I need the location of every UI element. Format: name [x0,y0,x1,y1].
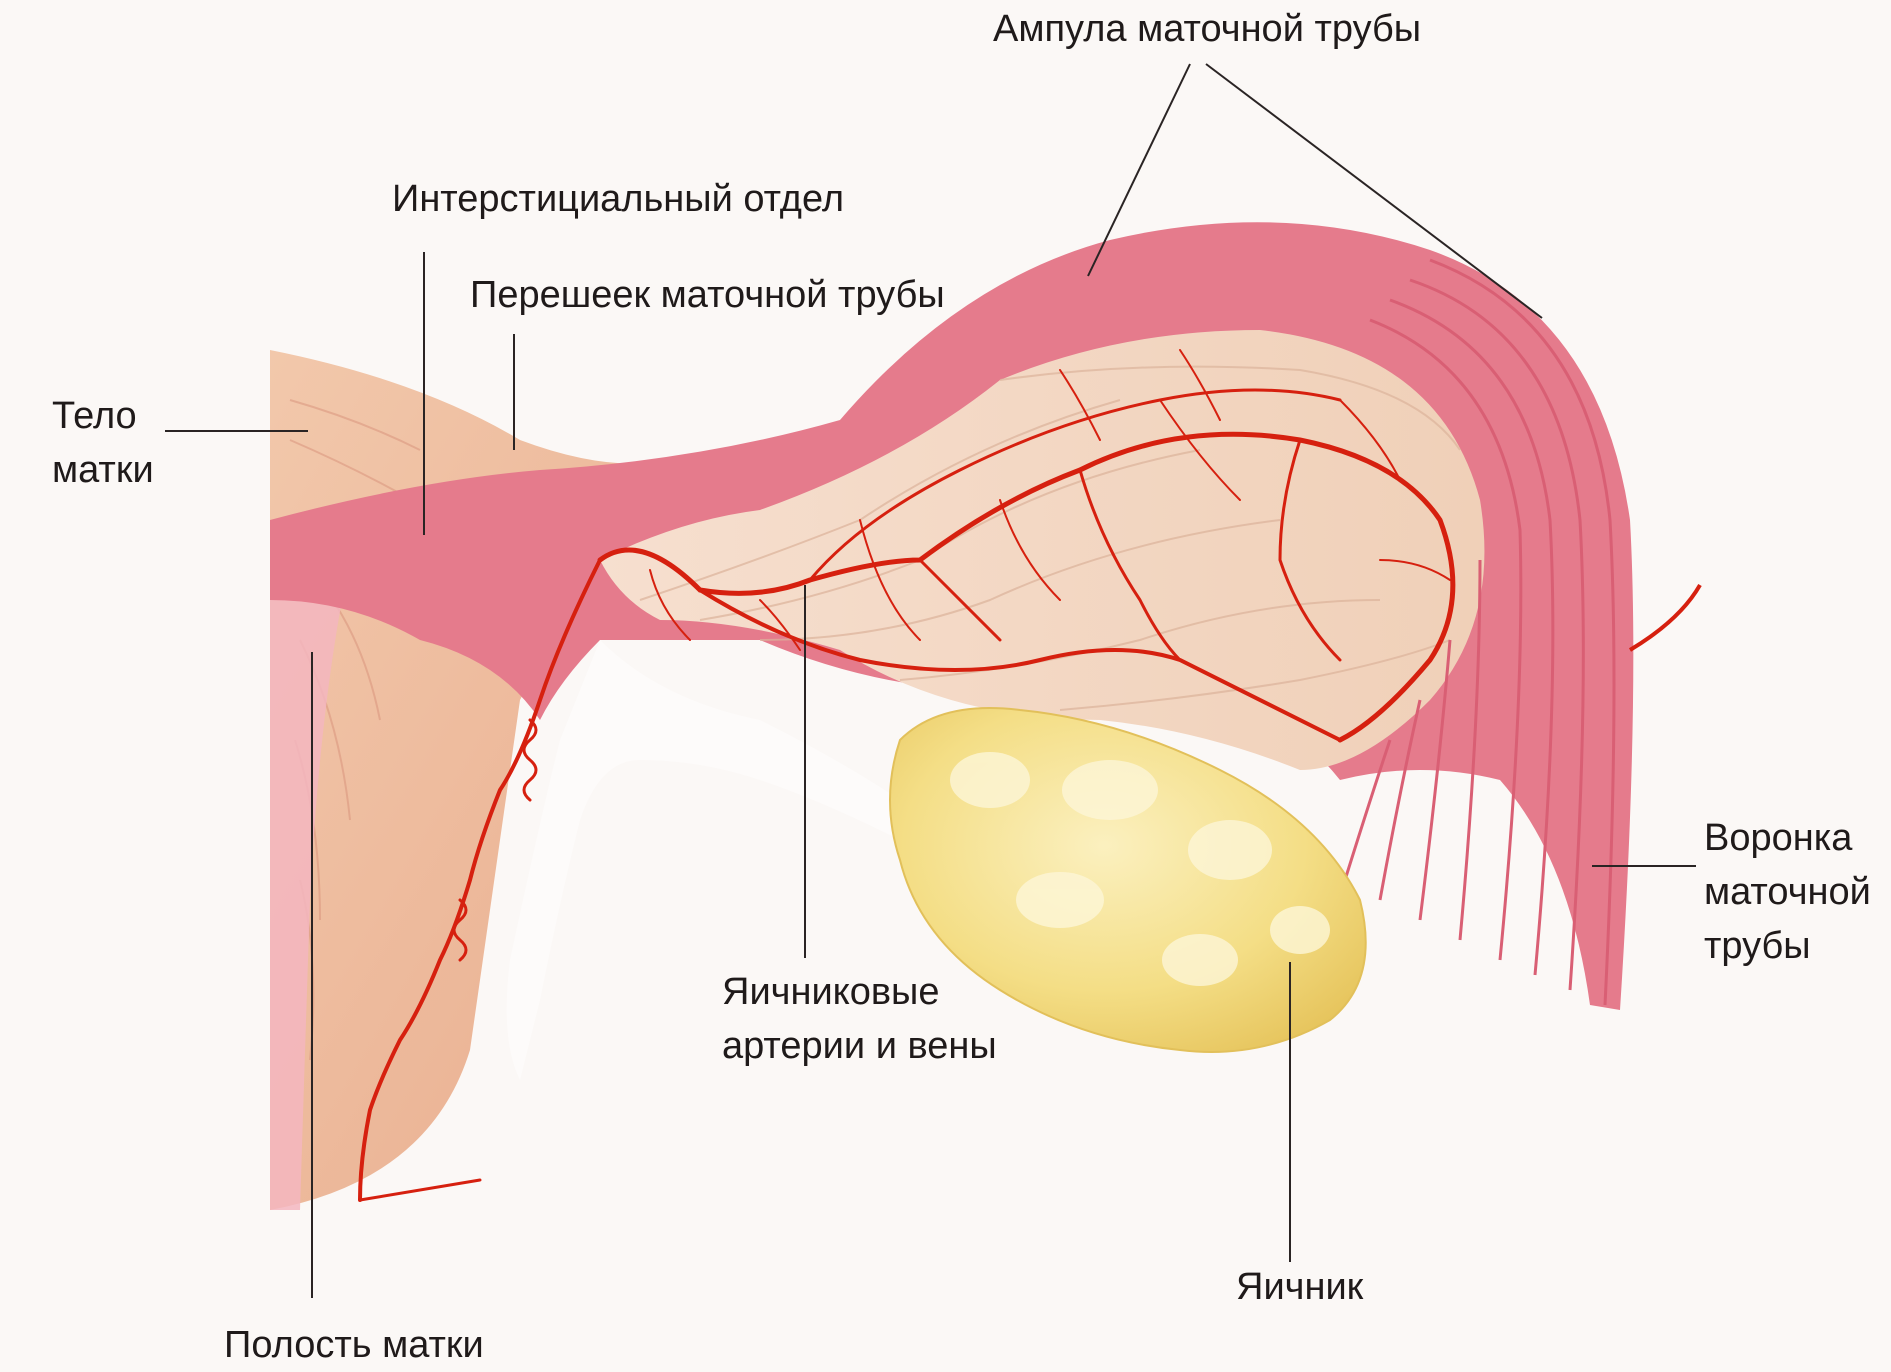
label-uterus-body: Тело матки [52,389,154,497]
external-vessel [1630,585,1700,650]
label-interstitial: Интерстициальный отдел [392,172,844,226]
label-isthmus: Перешеек маточной трубы [470,268,945,322]
label-infundibulum: Воронка маточной трубы [1704,811,1871,973]
label-uterine-cavity: Полость матки [224,1318,484,1372]
label-ovarian-vessels: Яичниковые артерии и вены [722,965,997,1073]
label-ovary: Яичник [1236,1260,1363,1314]
tube-lumen [600,330,1484,770]
label-ampulla: Ампула маточной трубы [993,2,1421,56]
